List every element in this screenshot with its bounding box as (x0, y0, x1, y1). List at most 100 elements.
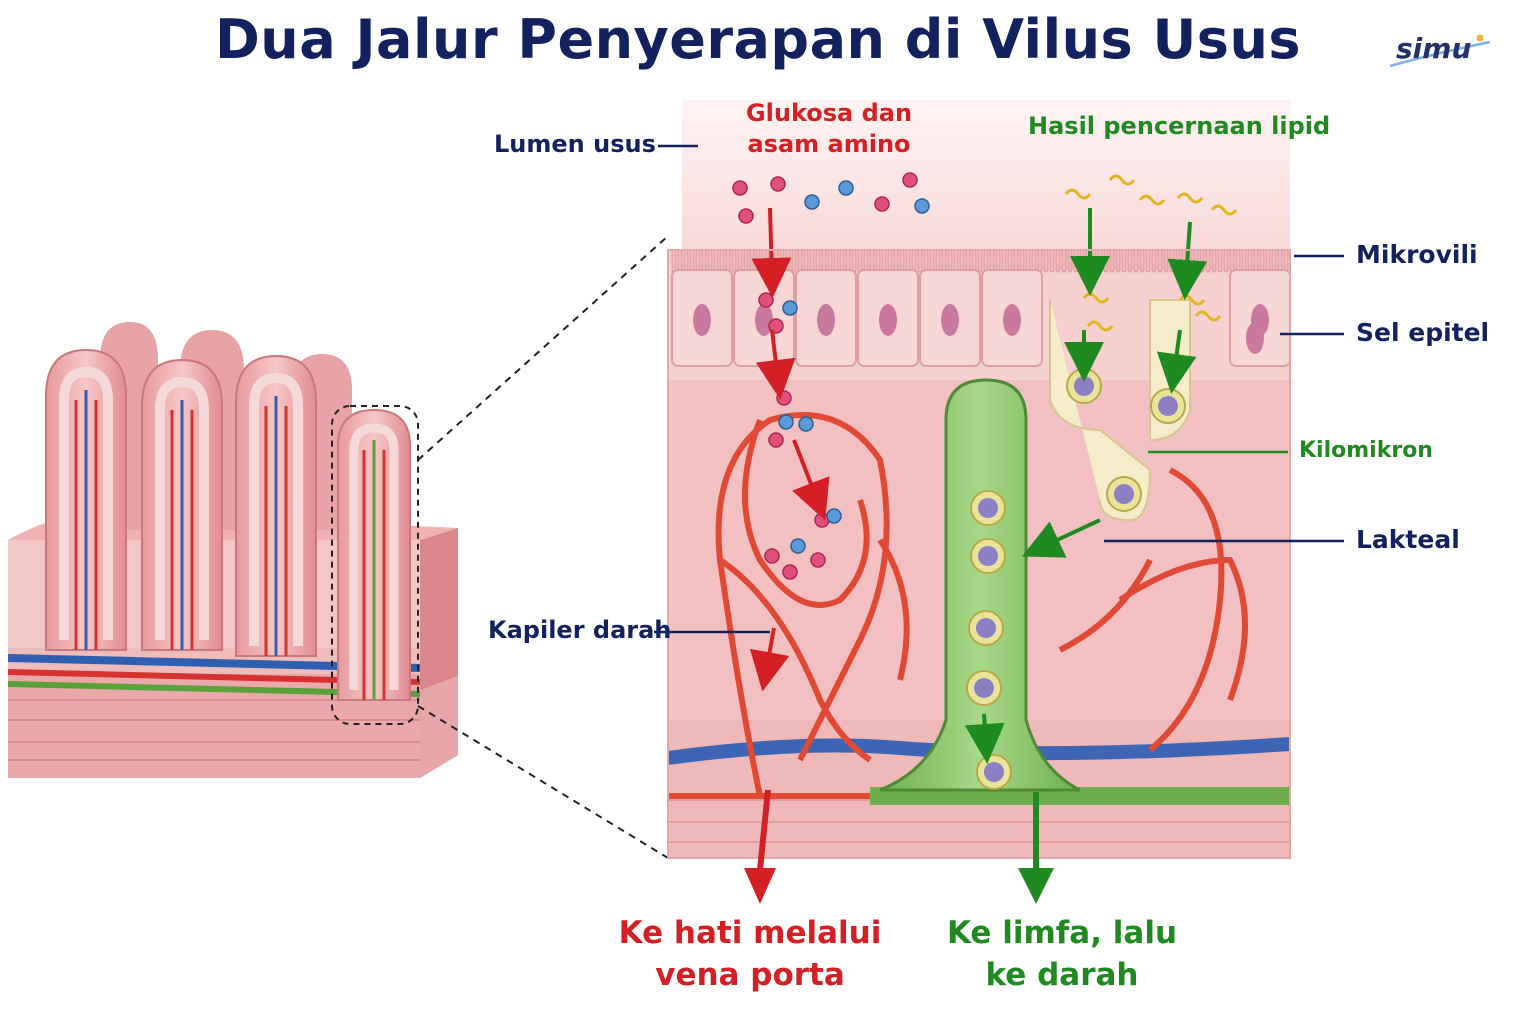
microvillus (803, 249, 809, 273)
blood-capillary-network (668, 412, 1248, 799)
lipid-particle (1108, 174, 1136, 186)
microvillus (1247, 249, 1253, 273)
amino-acid-particle (798, 416, 814, 432)
microvillus (965, 249, 971, 273)
microvillus (1157, 249, 1163, 273)
cell-nucleus (941, 304, 959, 336)
microvillus (719, 249, 725, 273)
microvillus (683, 249, 689, 273)
microvillus (743, 249, 749, 273)
lipid-particle (1138, 194, 1166, 206)
microvillus (839, 249, 845, 273)
microvillus (911, 249, 917, 273)
microvillus (713, 249, 719, 273)
microvillus (797, 249, 803, 273)
chylomicron-core (1158, 396, 1178, 416)
villi-group (45, 322, 419, 725)
microvillus (941, 249, 947, 273)
microvillus (701, 249, 707, 273)
glucose-particle (738, 208, 754, 224)
simu-logo: simu (1386, 28, 1496, 74)
chylomicron-core (978, 498, 998, 518)
microvillus (899, 249, 905, 273)
glucose-particle (758, 292, 774, 308)
microvillus (1139, 249, 1145, 273)
microvillus (1055, 249, 1061, 273)
microvillus (953, 249, 959, 273)
amino-acid-particle (778, 414, 794, 430)
microvillus (827, 249, 833, 273)
microvillus (677, 249, 683, 273)
label-kilomikron: Kilomikron (1299, 438, 1433, 463)
cell-nucleus (693, 304, 711, 336)
chylomicron-core (974, 678, 994, 698)
zoom-line-bottom (417, 705, 669, 859)
cell-nucleus (755, 304, 773, 336)
glucose-particle (782, 564, 798, 580)
lipid-particle (1064, 188, 1092, 200)
microvillus (1043, 249, 1049, 273)
microvillus (1079, 249, 1085, 273)
chylomicron-core (976, 618, 996, 638)
microvillus (1205, 249, 1211, 273)
microvillus (815, 249, 821, 273)
microvillus (1007, 249, 1013, 273)
label-ke-limfa: Ke limfa, lalu ke darah (930, 912, 1194, 996)
label-hati-line1: Ke hati melalui (618, 915, 882, 951)
glucose-particle (874, 196, 890, 212)
microvillus (929, 249, 935, 273)
microvillus (1097, 249, 1103, 273)
microvillus (689, 249, 695, 273)
microvillus (977, 249, 983, 273)
glucose-particle (732, 180, 748, 196)
microvillus (1265, 249, 1271, 273)
microvillus (809, 249, 815, 273)
glucose-particle (810, 552, 826, 568)
microvillus (1103, 249, 1109, 273)
microvillus (821, 249, 827, 273)
zoom-highlight-box (331, 405, 419, 725)
zoom-panel (667, 100, 1291, 859)
microvillus (1217, 249, 1223, 273)
microvillus (1241, 249, 1247, 273)
microvillus (875, 249, 881, 273)
logo-text: simu (1396, 32, 1472, 65)
microvillus (779, 249, 785, 273)
amino-acid-particle (804, 194, 820, 210)
microvillus (917, 249, 923, 273)
zoom-line-top (417, 235, 669, 461)
amino-acid-particle (790, 538, 806, 554)
glucose-particle (768, 432, 784, 448)
microvillus (857, 249, 863, 273)
label-limfa-line2: ke darah (985, 957, 1139, 993)
glucose-particle (902, 172, 918, 188)
microvillus (1115, 249, 1121, 273)
microvillus (1259, 249, 1265, 273)
microvillus (1109, 249, 1115, 273)
microvillus (1067, 249, 1073, 273)
microvillus (1253, 249, 1259, 273)
microvillus (1235, 249, 1241, 273)
microvillus (707, 249, 713, 273)
microvillus (773, 249, 779, 273)
lacteal (870, 378, 1290, 805)
arrow-to-lymph (1018, 792, 1054, 904)
microvillus (1283, 249, 1289, 273)
microvillus (1001, 249, 1007, 273)
amino-acid-particle (782, 300, 798, 316)
microvillus (1175, 249, 1181, 273)
microvillus (1019, 249, 1025, 273)
microvillus (935, 249, 941, 273)
glucose-particle (776, 390, 792, 406)
lymph-pathway-arrows (964, 208, 1208, 764)
microvillus (1193, 249, 1199, 273)
chylomicron-core (978, 546, 998, 566)
microvillus (905, 249, 911, 273)
microvillus (1061, 249, 1067, 273)
microvillus (1073, 249, 1079, 273)
microvillus (947, 249, 953, 273)
microvillus (1271, 249, 1277, 273)
arrow-to-liver (744, 789, 776, 904)
microvillus (1223, 249, 1229, 273)
